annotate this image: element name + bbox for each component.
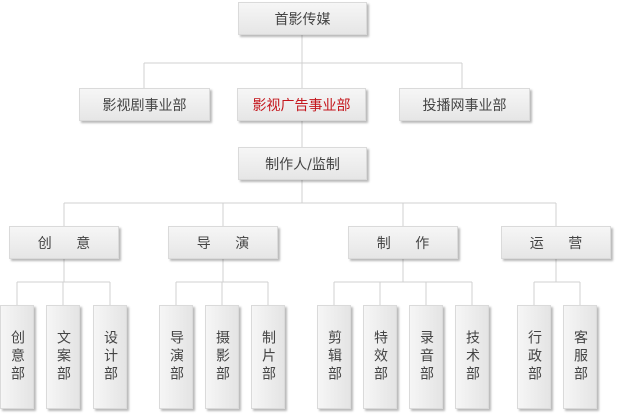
node-dept-photography[interactable]: 摄影部	[205, 305, 239, 409]
node-dept-creative[interactable]: 创意部	[0, 305, 34, 409]
node-dept-admin[interactable]: 行政部	[517, 305, 551, 409]
node-division-broadcast[interactable]: 投播网事业部	[399, 88, 530, 121]
node-group-directing[interactable]: 导 演	[168, 226, 278, 259]
node-group-production[interactable]: 制 作	[348, 226, 458, 259]
node-dept-copywriting[interactable]: 文案部	[46, 305, 80, 409]
node-group-operations[interactable]: 运 营	[501, 226, 611, 259]
node-dept-directing[interactable]: 导演部	[159, 305, 193, 409]
node-division-film-tv[interactable]: 影视剧事业部	[79, 88, 210, 121]
node-group-creative[interactable]: 创 意	[9, 226, 119, 259]
node-dept-producing[interactable]: 制片部	[251, 305, 285, 409]
node-dept-tech[interactable]: 技术部	[455, 305, 489, 409]
node-root[interactable]: 首影传媒	[238, 2, 367, 35]
node-dept-customer-service[interactable]: 客服部	[563, 305, 597, 409]
node-dept-editing[interactable]: 剪辑部	[317, 305, 351, 409]
node-dept-vfx[interactable]: 特效部	[363, 305, 397, 409]
node-dept-audio[interactable]: 录音部	[409, 305, 443, 409]
node-producer[interactable]: 制作人/监制	[238, 147, 367, 180]
node-division-advertising[interactable]: 影视广告事业部	[237, 88, 366, 121]
node-dept-design[interactable]: 设计部	[93, 305, 127, 409]
